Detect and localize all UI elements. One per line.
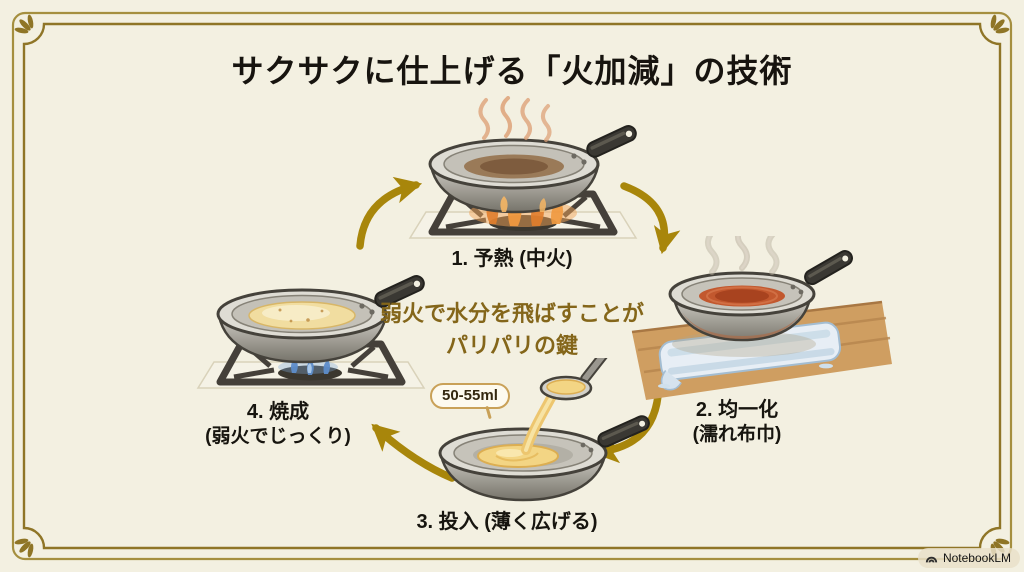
notebooklm-logo-icon <box>925 556 938 563</box>
step2-label-subtext: (濡れ布巾) <box>692 424 782 445</box>
notebooklm-brand-text: NotebookLM <box>942 551 1011 565</box>
step4-label-text: 4. 焼成 <box>246 401 310 423</box>
notebooklm-badge: NotebookLM <box>917 548 1020 568</box>
page-title: サクサクに仕上げる「火加減」の技術 <box>231 53 793 89</box>
step4-label: 4. 焼成 (弱火でじっくり) <box>168 399 388 450</box>
step1-label-text: 1. 予熱 (中火) <box>451 248 573 270</box>
step1-label: 1. 予熱 (中火) <box>412 246 612 272</box>
volume-badge-text: 50-55ml <box>442 387 498 404</box>
center-note-line1: 弱火で水分を飛ばすことが <box>379 301 644 326</box>
step2-pan-on-wet-cloth-illustration <box>631 236 892 400</box>
step1-preheat-pan-illustration <box>408 96 638 239</box>
step2-label: 2. 均一化 (濡れ布巾) <box>627 397 847 448</box>
step3-pour-batter-illustration <box>438 358 650 502</box>
step3-label-text: 3. 投入 (薄く広げる) <box>416 511 598 533</box>
center-note: 弱火で水分を飛ばすことが パリパリの鍵 <box>352 298 672 362</box>
step2-label-text: 2. 均一化 <box>695 399 779 421</box>
step3-label: 3. 投入 (薄く広げる) <box>377 509 637 535</box>
center-note-line2: パリパリの鍵 <box>445 332 578 358</box>
step4-label-subtext: (弱火でじっくり) <box>205 426 351 447</box>
step4-bake-crepe-illustration <box>196 275 426 389</box>
volume-badge: 50-55ml <box>430 383 510 409</box>
